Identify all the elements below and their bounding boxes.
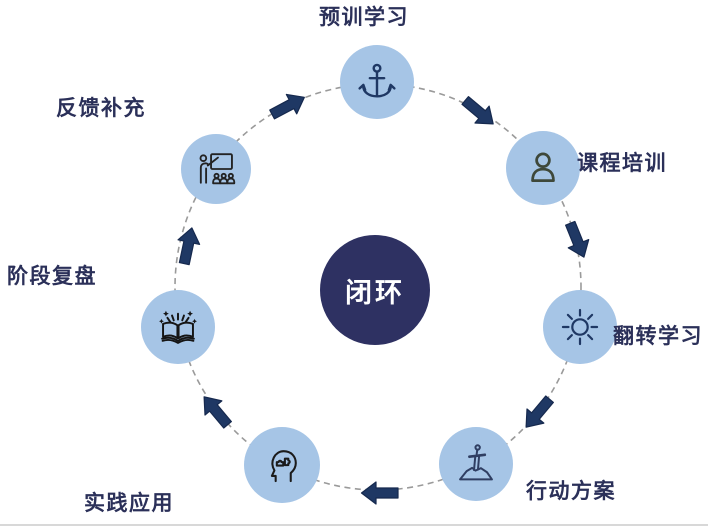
sword-in-stone-icon	[459, 444, 493, 481]
center-label: 闭环	[345, 277, 405, 308]
node-pretrain-study	[340, 45, 414, 119]
sun-icon	[561, 308, 599, 346]
node-label-course-training: 课程培训	[577, 152, 667, 175]
bottom-border-line	[0, 524, 708, 526]
user-icon	[531, 152, 555, 183]
node-stage-review	[141, 290, 215, 364]
node-label-flipped-learning: 翻转学习	[613, 325, 703, 348]
anchor-icon	[358, 63, 396, 98]
flow-arrow-4	[525, 395, 555, 428]
node-label-practice-apply: 实践应用	[84, 492, 174, 515]
node-feedback-supplement	[181, 134, 251, 204]
node-practice-apply	[244, 427, 320, 503]
node-label-feedback-supplement: 反馈补充	[56, 97, 146, 120]
flow-arrow-2	[461, 95, 494, 125]
flow-arrow-3	[565, 220, 590, 258]
node-label-stage-review: 阶段复盘	[7, 265, 97, 288]
node-label-pretrain-study: 预训学习	[319, 6, 409, 29]
center-circle: 闭环	[320, 235, 430, 345]
classroom-presentation-icon	[199, 153, 236, 185]
head-puzzle-icon	[270, 450, 297, 483]
flow-arrow-6	[203, 396, 233, 429]
flow-arrow-1	[269, 93, 305, 120]
open-book-sparkle-icon	[159, 310, 197, 344]
node-flipped-learning	[543, 290, 617, 364]
flow-arrow-7	[177, 227, 201, 266]
node-action-plan	[439, 427, 513, 501]
flow-arrow-5	[360, 481, 399, 505]
node-course-training	[506, 131, 580, 205]
node-label-action-plan: 行动方案	[526, 480, 616, 503]
